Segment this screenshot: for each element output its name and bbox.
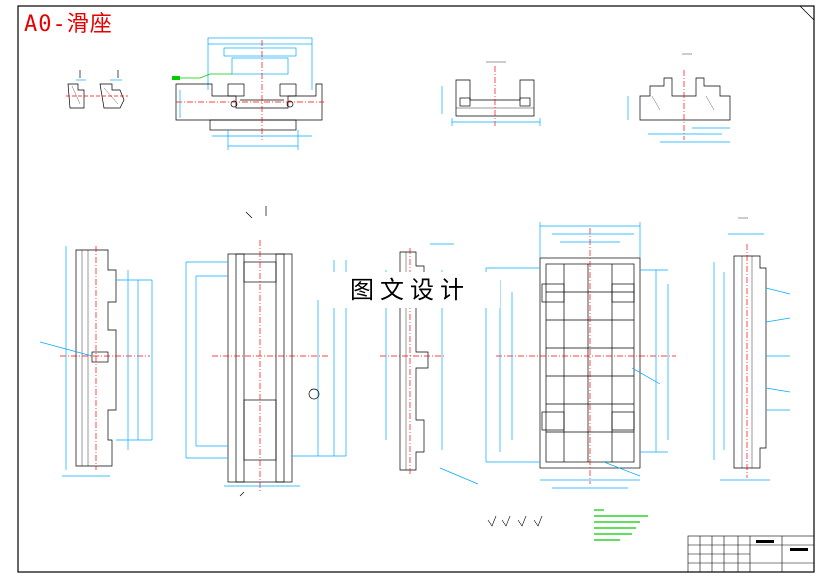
- section-a-a: [441, 61, 541, 126]
- border-corner-mark: [799, 5, 815, 21]
- rib-plan-view: [485, 222, 676, 489]
- title-block: [687, 535, 815, 573]
- roughness-symbols: [487, 515, 543, 527]
- front-view: [185, 206, 347, 497]
- technical-notes: [594, 509, 648, 541]
- right-side-view: [713, 217, 791, 481]
- drawing-title: A0-滑座: [24, 12, 113, 37]
- top-assembly-view: [172, 37, 324, 150]
- side-view-left: [39, 246, 153, 477]
- watermark-label: 图文设计: [320, 272, 500, 308]
- section-b-b: [627, 53, 731, 143]
- section-detail-left: [66, 70, 128, 109]
- outer-border: [17, 5, 815, 573]
